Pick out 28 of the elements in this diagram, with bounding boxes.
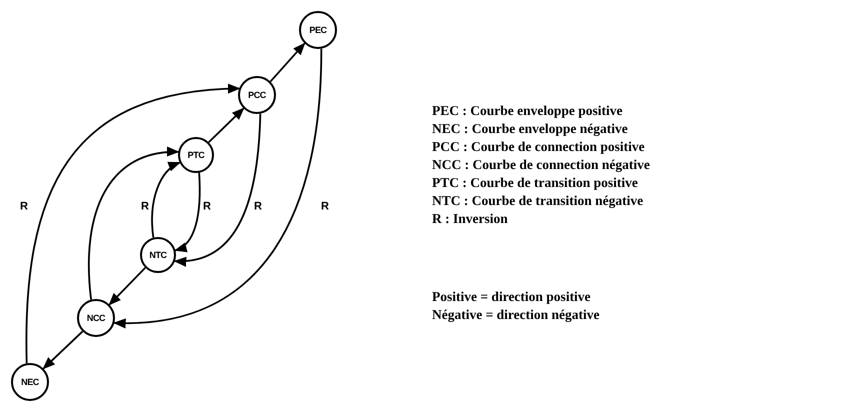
arrow: [42, 330, 84, 370]
edge-label: R: [254, 202, 262, 212]
legend-note: Positive = direction positive: [432, 290, 591, 304]
edge-label: R: [321, 202, 329, 212]
node-label: NEC: [21, 378, 39, 386]
arrow: [208, 108, 244, 143]
arrow: [88, 147, 180, 300]
legend-note: R : Inversion: [432, 212, 508, 226]
edge-label: R: [203, 202, 211, 212]
arrow: [108, 267, 146, 306]
arrow: [26, 84, 240, 364]
node-label: NCC: [86, 314, 106, 322]
legend-note: NTC : Courbe de transition négative: [432, 194, 644, 208]
edge-label: R: [141, 202, 149, 212]
node-label: NTC: [149, 250, 167, 260]
edge-label: R: [20, 202, 28, 212]
legend-note: PTC : Courbe de transition positive: [432, 176, 638, 190]
arrow: [113, 48, 322, 328]
arrow: [174, 172, 201, 252]
legend-note: NCC : Courbe de connection négative: [432, 158, 650, 172]
node-label: PEC: [309, 26, 327, 34]
legend-note: PCC : Courbe de connection positive: [432, 140, 645, 154]
node-label: PCC: [248, 90, 266, 100]
node-label: PTC: [188, 150, 204, 160]
arrow: [270, 42, 306, 82]
legend-note: NEC : Courbe enveloppe négative: [432, 122, 628, 136]
legend-note: Négative = direction négative: [432, 308, 600, 322]
legend-note: PEC : Courbe enveloppe positive: [432, 104, 622, 118]
